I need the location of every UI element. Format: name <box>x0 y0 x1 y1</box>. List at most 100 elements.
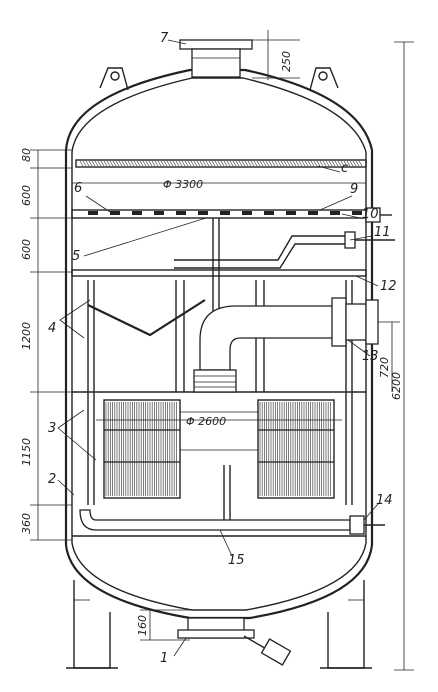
separator-hatch <box>295 160 300 167</box>
separator-hatch <box>247 160 252 167</box>
dim-600b: 600 <box>20 239 33 260</box>
separator-hatch <box>79 160 84 167</box>
separator-hatch <box>154 160 159 167</box>
bellows-mixer <box>193 369 237 393</box>
dim-6200-lines <box>394 41 414 671</box>
separator-hatch <box>91 160 96 167</box>
dim-80: 80 <box>20 148 33 162</box>
separator-hatch <box>103 160 108 167</box>
separator-hatch <box>277 160 282 167</box>
separator-hatch <box>106 160 111 167</box>
separator-hatch <box>178 160 183 167</box>
separator-hatch <box>223 160 228 167</box>
tube-bundle-left <box>103 399 181 499</box>
callout-7: 7 <box>160 31 169 46</box>
separator-hatch <box>181 160 186 167</box>
separator-hatch <box>235 160 240 167</box>
callout-2: 2 <box>48 472 56 487</box>
separator-hatch <box>271 160 276 167</box>
separator-hatch <box>184 160 189 167</box>
separator-hatch <box>115 160 120 167</box>
callout-11: 11 <box>374 225 391 240</box>
separator-hatch <box>265 160 270 167</box>
separator-hatch <box>97 160 102 167</box>
separator-hatch <box>169 160 174 167</box>
distributor-hole <box>286 211 296 215</box>
separator-hatch <box>298 160 303 167</box>
separator-hatch <box>142 160 147 167</box>
distributor-hole <box>264 211 274 215</box>
separator-hatch <box>340 160 345 167</box>
distributor-hole <box>176 211 186 215</box>
lifting-lug-right <box>309 67 339 91</box>
separator-hatch <box>286 160 291 167</box>
separator-hatch <box>307 160 312 167</box>
outlet-elbow <box>199 297 400 371</box>
separator-hatch <box>328 160 333 167</box>
separator-hatch <box>226 160 231 167</box>
separator-hatch <box>211 160 216 167</box>
separator-hatch <box>268 160 273 167</box>
separator-hatch <box>322 160 327 167</box>
separator-hatch <box>148 160 153 167</box>
dim-1200: 1200 <box>20 322 33 350</box>
separator-hatch <box>109 160 114 167</box>
separator-hatch <box>214 160 219 167</box>
dim-160: 160 <box>136 615 149 636</box>
separator-hatch <box>166 160 171 167</box>
distributor-hole <box>198 211 208 215</box>
separator-hatch <box>262 160 267 167</box>
separator-hatch <box>346 160 351 167</box>
dim-360: 360 <box>20 513 33 534</box>
callout-9: 9 <box>350 182 358 197</box>
separator-hatch <box>175 160 180 167</box>
separator-hatch <box>136 160 141 167</box>
separator-hatch <box>256 160 261 167</box>
separator-hatch <box>172 160 177 167</box>
leader-lines <box>57 39 379 657</box>
separator-hatch <box>238 160 243 167</box>
dim-dia-shell: Φ 3300 <box>163 178 203 191</box>
separator-hatch <box>220 160 225 167</box>
dim-6200: 6200 <box>390 372 403 400</box>
distributor-hole <box>154 211 164 215</box>
separator-hatch <box>208 160 213 167</box>
separator-hatch <box>133 160 138 167</box>
separator-hatch <box>289 160 294 167</box>
distributor-hole <box>88 211 98 215</box>
separator-hatch <box>229 160 234 167</box>
separator-hatch <box>199 160 204 167</box>
distributor-hole <box>308 211 318 215</box>
separator-hatch <box>232 160 237 167</box>
separator-hatch <box>121 160 126 167</box>
separator-hatch <box>319 160 324 167</box>
distributor-hole <box>110 211 120 215</box>
separator-hatch <box>331 160 336 167</box>
dim-dia-inner: Φ 2600 <box>186 415 226 428</box>
separator-hatch <box>241 160 246 167</box>
dim-160-lines <box>140 609 190 641</box>
separator-hatch <box>313 160 318 167</box>
separator-hatch <box>112 160 117 167</box>
separator-hatch <box>205 160 210 167</box>
separator-hatch <box>124 160 129 167</box>
separator-hatch <box>100 160 105 167</box>
dim-720: 720 <box>378 357 391 378</box>
separator-hatch <box>85 160 90 167</box>
dim-250: 250 <box>280 51 293 72</box>
tube-bundle-right <box>257 399 335 499</box>
separator-hatch <box>316 160 321 167</box>
distributor-hole <box>330 211 340 215</box>
lifting-lug-left <box>99 67 129 91</box>
callout-4: 4 <box>48 321 56 336</box>
distributor-hole <box>132 211 142 215</box>
left-dimension-chain <box>30 149 72 541</box>
separator-hatch <box>94 160 99 167</box>
separator-hatch <box>349 160 354 167</box>
separator-hatch <box>202 160 207 167</box>
callout-14: 14 <box>376 493 393 508</box>
dim-600a: 600 <box>20 185 33 206</box>
separator-hatch <box>352 160 357 167</box>
support-legs <box>66 580 372 669</box>
